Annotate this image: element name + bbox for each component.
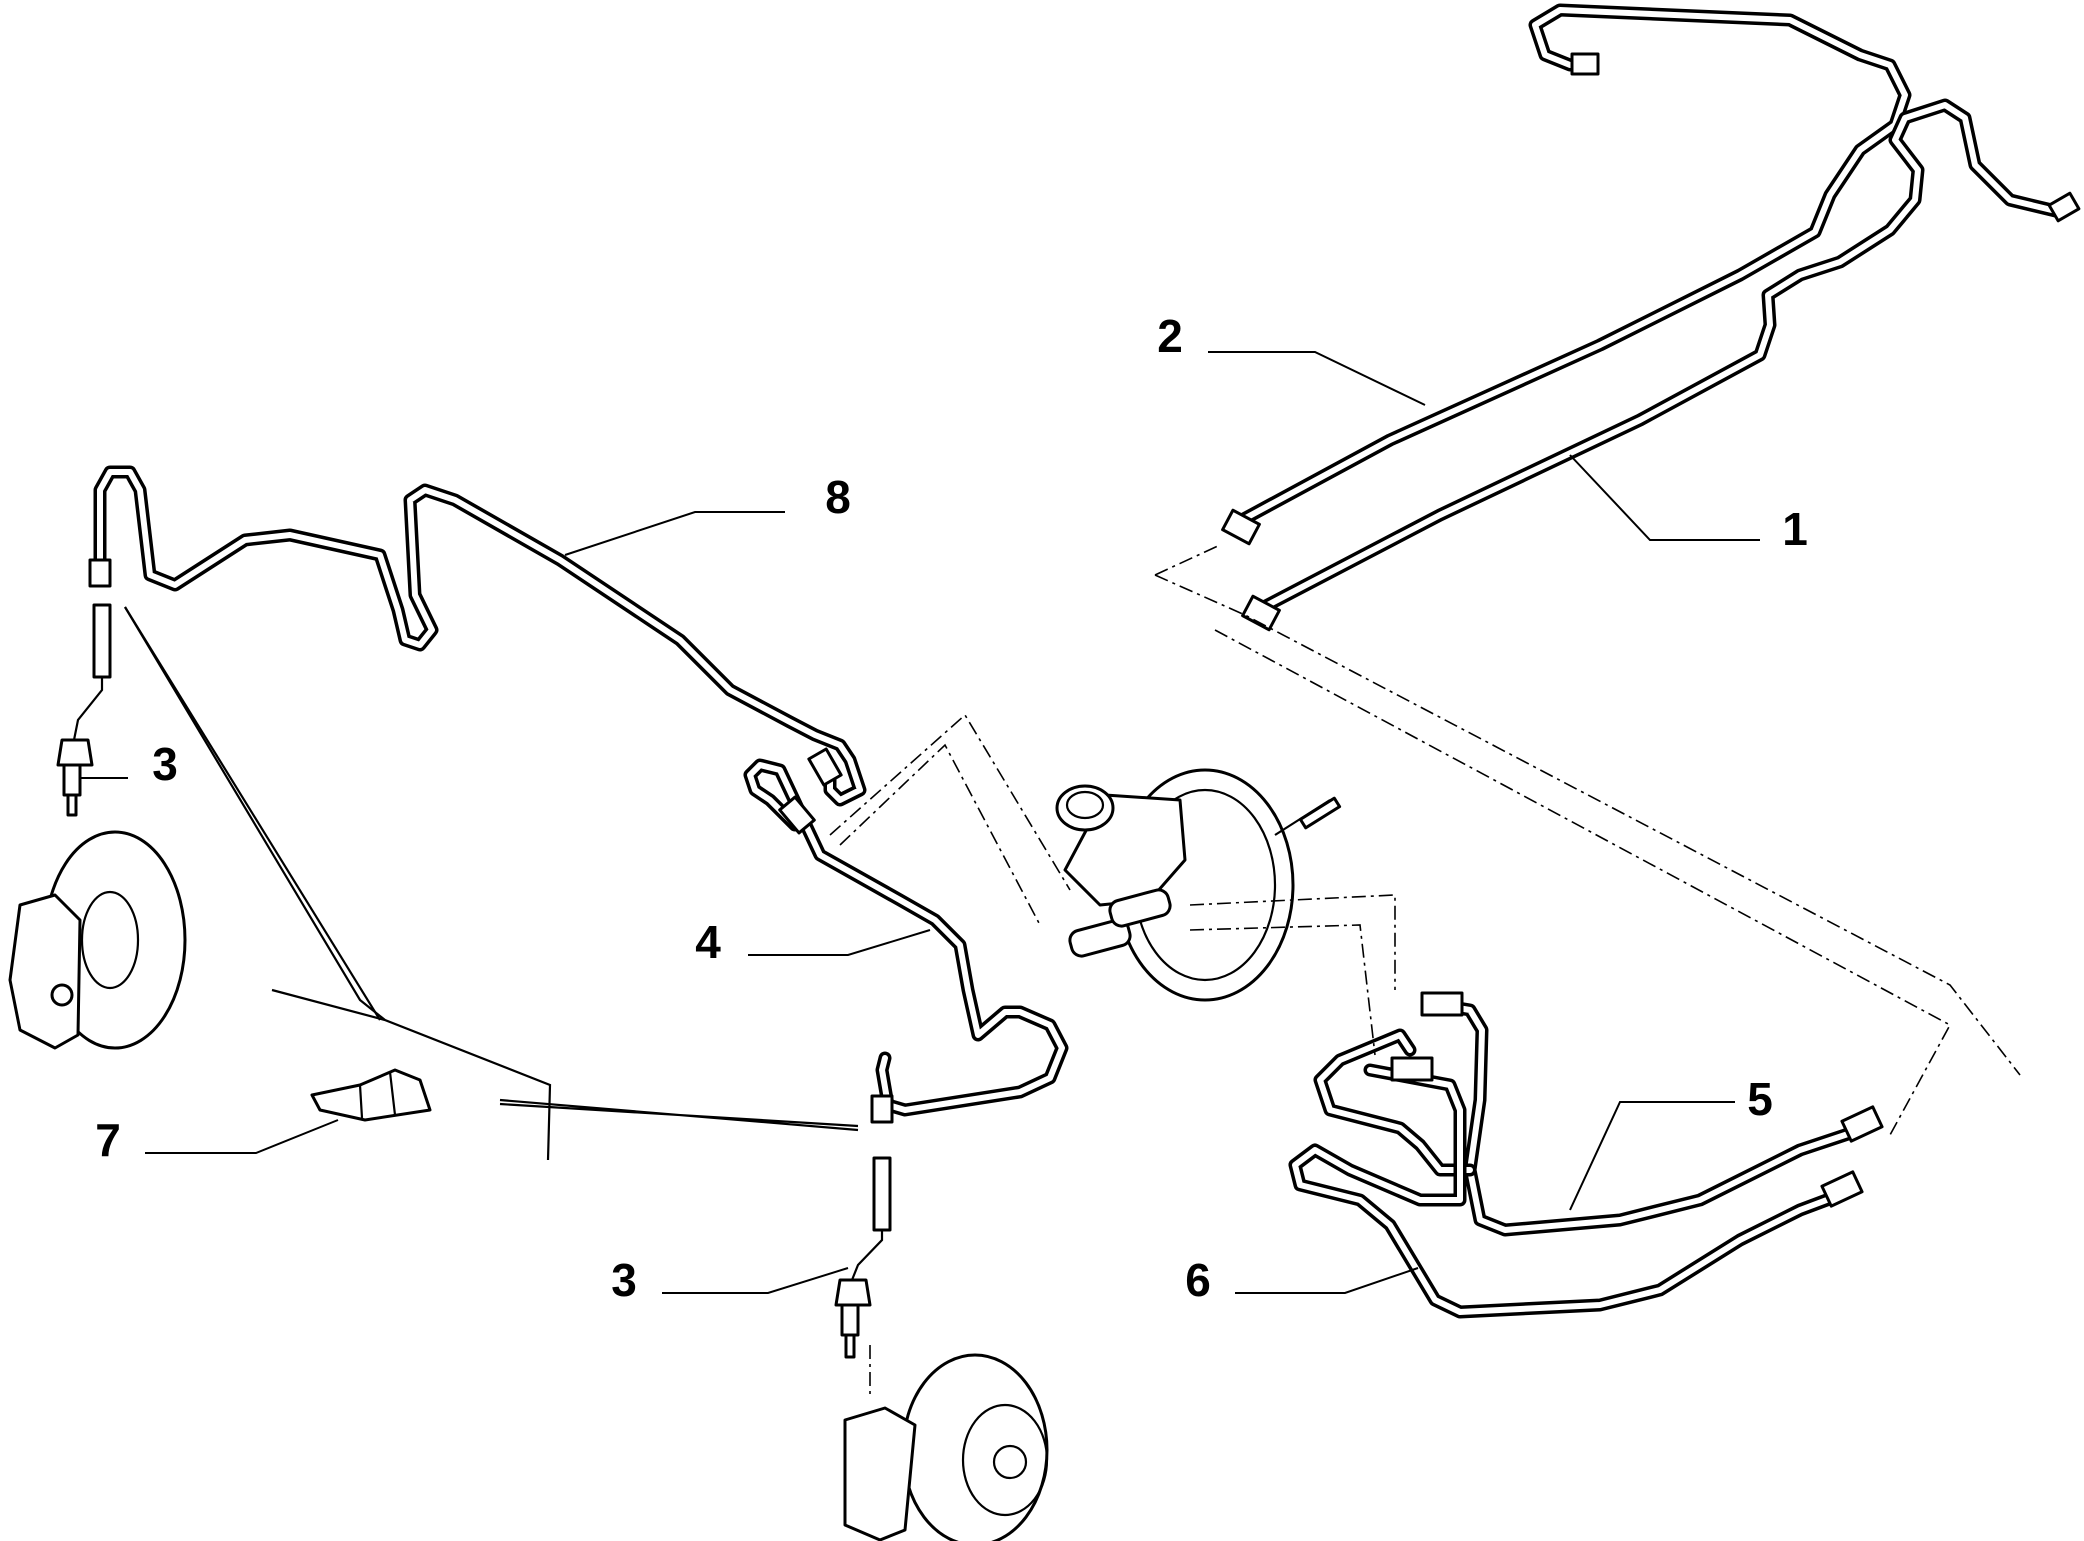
flexible-hose-3-right <box>834 1156 892 1359</box>
front-brake-pipe-4 <box>743 758 1069 1124</box>
brake-servo-master-cylinder <box>1055 768 1342 1002</box>
assembly-dash-lines <box>829 544 2021 1395</box>
rear-brake-pipe-2 <box>1221 3 1912 546</box>
callout-1: 1 <box>1782 503 1808 555</box>
callout-4: 4 <box>695 916 721 968</box>
callout-3-right: 3 <box>611 1254 637 1306</box>
pipe-clip-7 <box>310 1068 432 1122</box>
leader-lines <box>80 351 1760 1294</box>
rear-brake-pipe-1 <box>1241 98 2081 632</box>
front-brake-pipe-5 <box>1313 991 1884 1237</box>
callout-6: 6 <box>1185 1254 1211 1306</box>
callout-2: 2 <box>1157 310 1183 362</box>
left-brake-disc <box>8 830 187 1050</box>
front-brake-pipe-6 <box>1288 1056 1864 1319</box>
callout-8: 8 <box>825 471 851 523</box>
callout-7: 7 <box>95 1114 121 1166</box>
front-brake-pipe-8 <box>88 465 867 807</box>
right-brake-disc <box>843 1353 1049 1541</box>
callout-labels: 2 1 8 3 4 7 5 6 3 <box>95 310 1808 1306</box>
callout-5: 5 <box>1747 1073 1773 1125</box>
callout-3-left: 3 <box>152 738 178 790</box>
flexible-hose-3-left <box>56 603 112 817</box>
